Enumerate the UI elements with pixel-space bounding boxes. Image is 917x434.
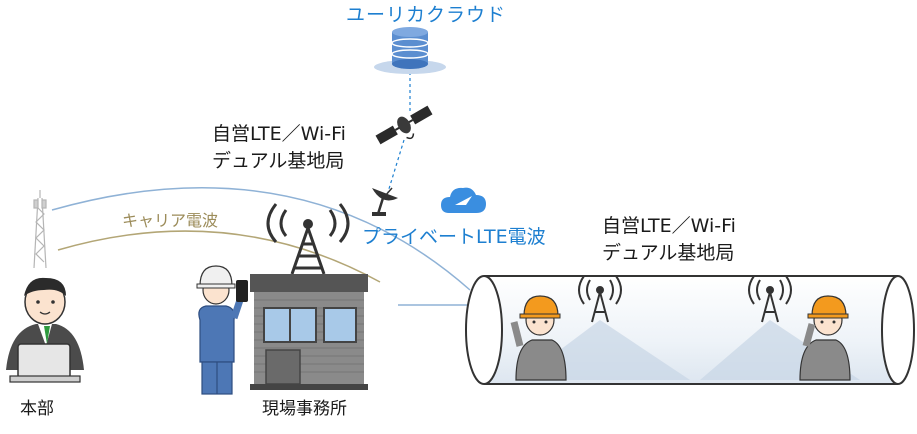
tunnel-worker-right — [799, 295, 851, 381]
site-office-building — [250, 274, 368, 390]
worker-with-phone-icon — [196, 265, 248, 395]
private-lte-wave-arc — [51, 186, 471, 291]
headquarters-label: 本部 — [20, 399, 54, 419]
database-icon — [374, 27, 446, 74]
base-station-2-line-2: デュアル基地局 — [602, 242, 735, 264]
dish-antenna-icon — [372, 187, 398, 216]
office-worker-icon — [6, 277, 84, 383]
cell-tower-icon — [33, 190, 47, 269]
tunnel-antenna-2 — [748, 275, 792, 323]
cloud-icon — [441, 187, 486, 213]
antenna-icon — [266, 203, 350, 275]
satellite-icon — [375, 105, 433, 145]
base-station-2-label: 自営LTE／Wi-Fi デュアル基地局 — [602, 213, 736, 267]
tunnel-antenna-1 — [578, 275, 622, 323]
satellite-link-line — [387, 72, 411, 193]
carrier-wave-label: キャリア電波 — [122, 211, 219, 230]
base-station-2-line-1: 自営LTE／Wi-Fi — [602, 215, 736, 237]
site-office-label: 現場事務所 — [262, 399, 347, 419]
cloud-label: ユーリカクラウド — [346, 4, 507, 26]
base-station-1-label: 自営LTE／Wi-Fi デュアル基地局 — [212, 121, 346, 175]
tunnel-worker-left — [510, 295, 567, 381]
carrier-wave-arc — [57, 230, 381, 283]
base-station-1-line-2: デュアル基地局 — [212, 150, 345, 172]
private-lte-wave-label: プライベートLTE電波 — [362, 226, 546, 248]
base-station-1-line-1: 自営LTE／Wi-Fi — [212, 123, 346, 145]
